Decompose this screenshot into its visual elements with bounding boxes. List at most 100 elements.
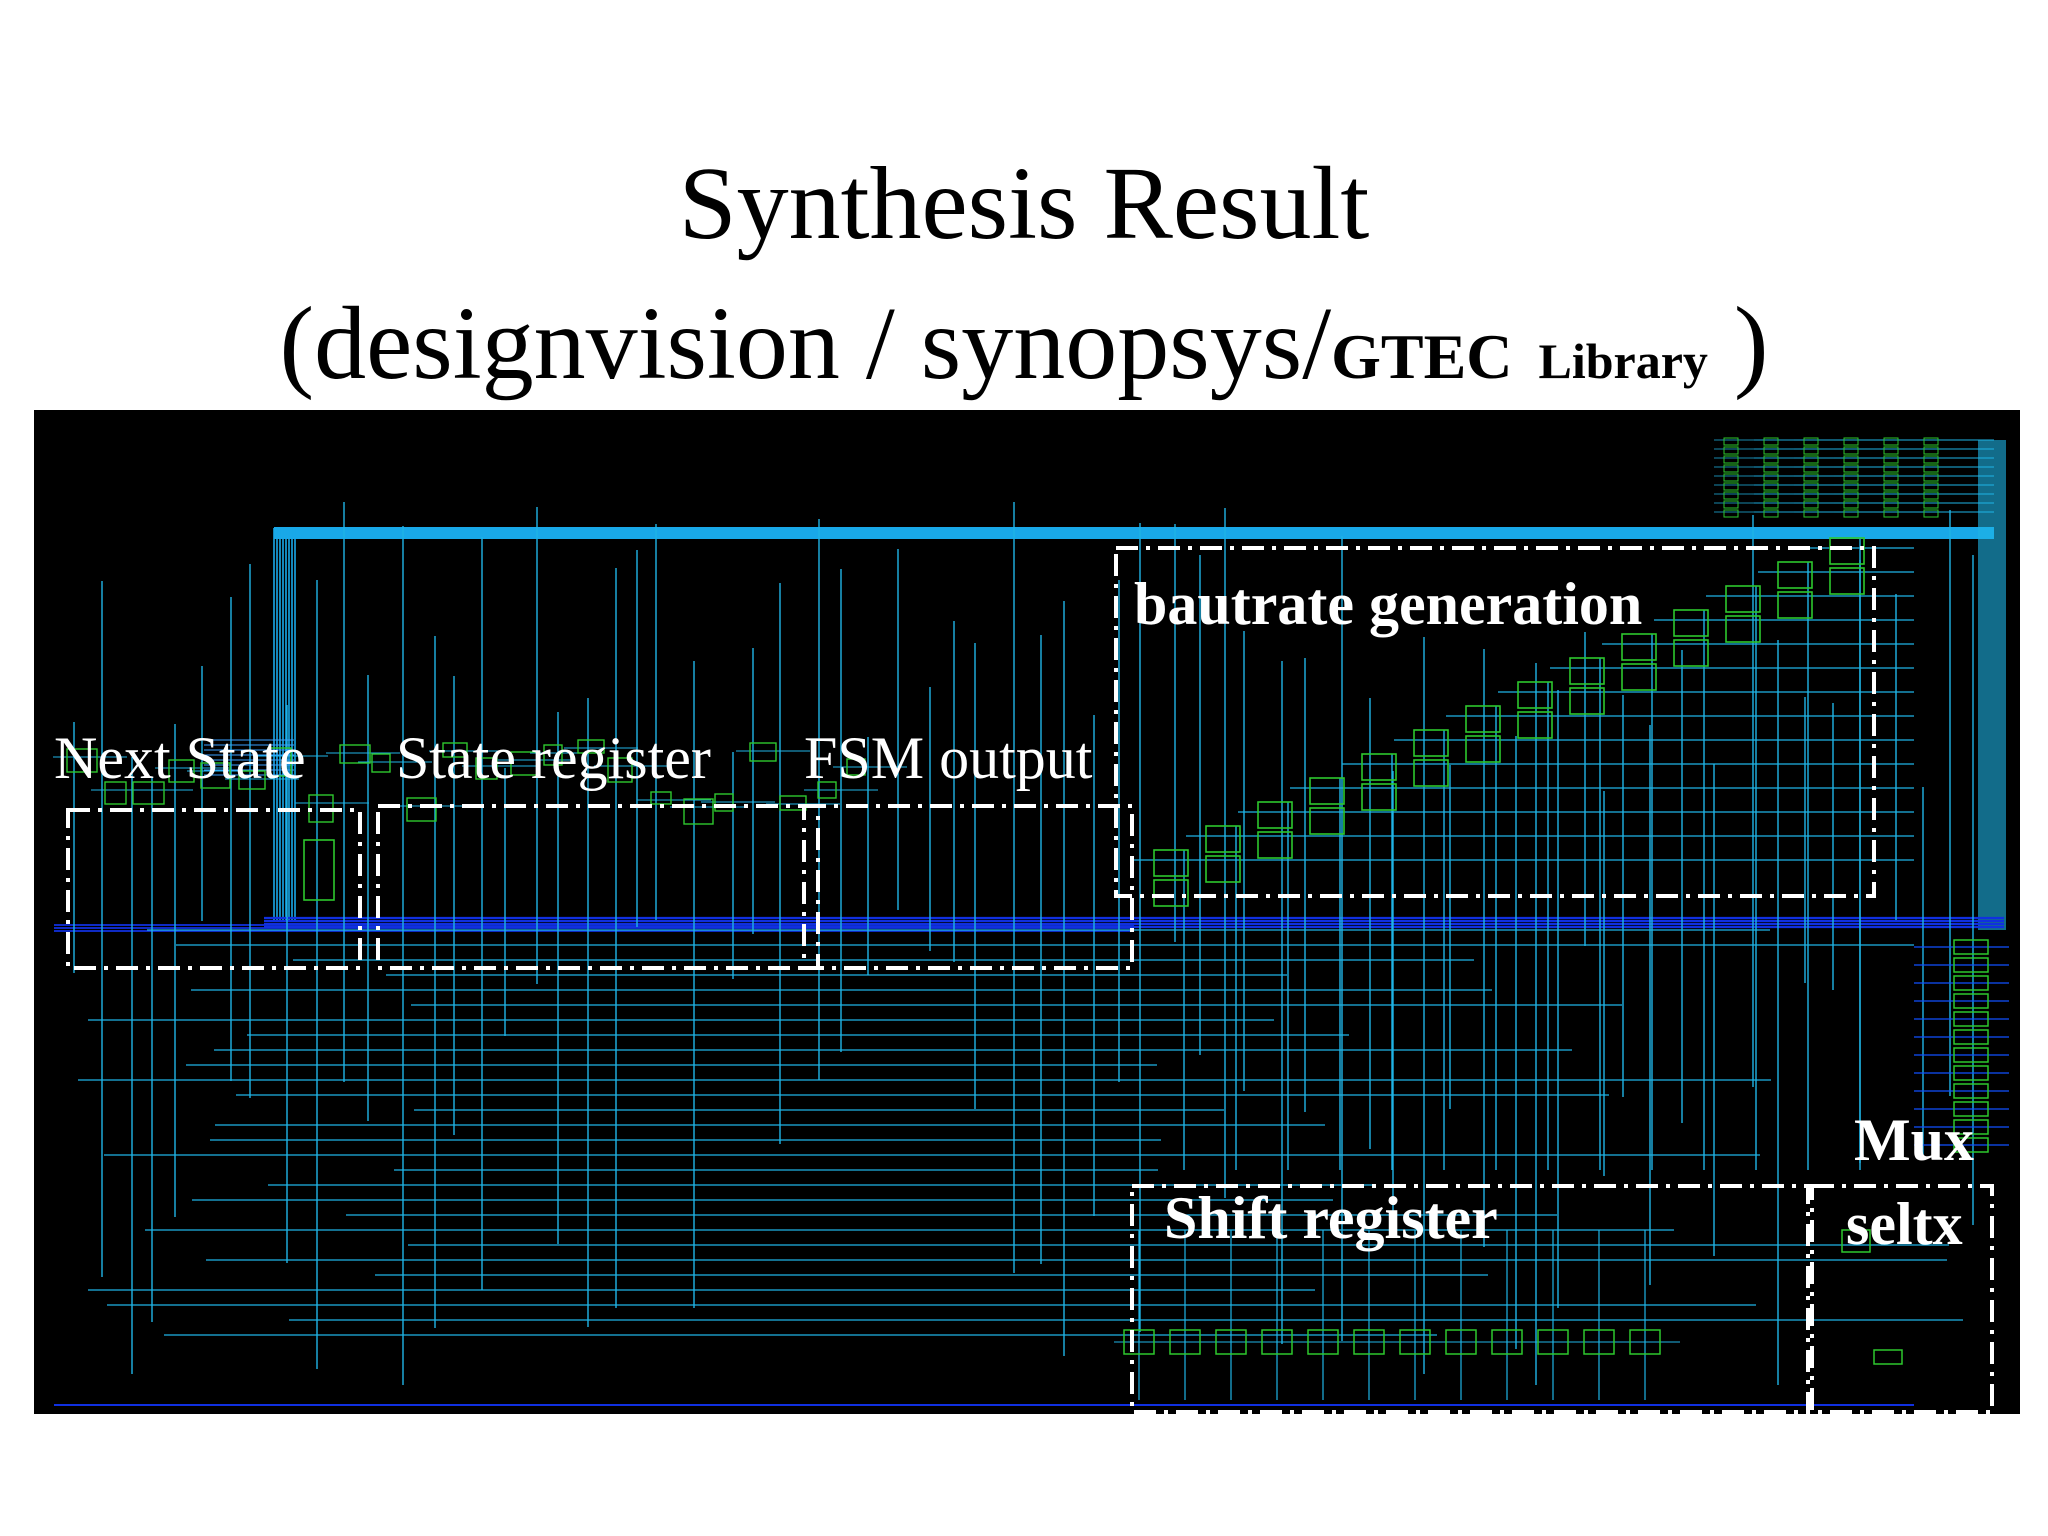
shift-register-cell [1537, 1329, 1569, 1355]
logic-gate [371, 753, 391, 773]
logic-gate [577, 739, 605, 754]
logic-gate [817, 781, 837, 799]
shift-register-cell [1261, 1329, 1293, 1355]
output-mux-cell [1953, 1083, 1989, 1099]
subtitle-library-word: Library [1538, 333, 1708, 389]
flip-flop [1257, 831, 1293, 859]
logic-gate [267, 747, 292, 777]
logic-gate [846, 758, 866, 776]
register-cell [303, 839, 335, 901]
flip-flop [1413, 759, 1449, 787]
flip-flop [1309, 807, 1345, 835]
logic-gate [238, 770, 266, 790]
logic-gate [200, 762, 231, 789]
shift-register-cell [1353, 1329, 1385, 1355]
logic-gate [683, 798, 714, 825]
shift-register-cell [1399, 1329, 1431, 1355]
subtitle-close: ) [1707, 286, 1769, 401]
block-label-shift-register: Shift register [1164, 1185, 1498, 1251]
flip-flop [1569, 657, 1605, 685]
flip-flop [1673, 609, 1709, 637]
flip-flop [1829, 567, 1865, 595]
flip-flop [1413, 729, 1449, 757]
output-mux-cell [1953, 939, 1989, 955]
logic-gate [650, 791, 672, 805]
logic-gate [749, 742, 777, 762]
flip-flop [1517, 711, 1553, 739]
block-outline-layer [66, 546, 1994, 1414]
subtitle-library-name: GTEC [1331, 321, 1513, 392]
output-mux-cell [1953, 957, 1989, 973]
logic-gate [104, 781, 127, 805]
output-mux-cell [1953, 1137, 1989, 1153]
block-label-bautrate-generation: bautrate generation [1134, 571, 1643, 637]
flip-flop [1153, 849, 1189, 877]
logic-gate [132, 781, 165, 805]
logic-gate [510, 751, 538, 776]
logic-gate [607, 757, 633, 783]
subtitle-tool: (designvision / synopsys/ [279, 286, 1332, 401]
wire-layer [53, 439, 2009, 1406]
shift-register-cell [1445, 1329, 1477, 1355]
shift-register-cell [1123, 1329, 1155, 1355]
shift-register-cell [1307, 1329, 1339, 1355]
flip-flop [1465, 735, 1501, 763]
output-mux-cell [1953, 1047, 1989, 1063]
output-mux-cell [1953, 1011, 1989, 1027]
shift-register-cell [1583, 1329, 1615, 1355]
bautrate-generation-outline [1114, 546, 1876, 898]
schematic-view: Next State State register FSM output bau… [34, 410, 2020, 1414]
flip-flop [1309, 777, 1345, 805]
flip-flop [1569, 687, 1605, 715]
block-label-seltx: seltx [1846, 1191, 1963, 1257]
slide-title: Synthesis Result [678, 146, 1370, 261]
block-label-mux: Mux [1854, 1107, 1974, 1173]
gate-layer [66, 437, 1989, 1365]
schematic-drawing [53, 437, 2009, 1414]
flip-flop [1205, 825, 1241, 853]
state-register-outline [376, 804, 820, 970]
logic-gate [168, 759, 195, 783]
output-mux-cell [1953, 1065, 1989, 1081]
output-mux-cell [1953, 1119, 1989, 1135]
logic-gate [714, 793, 734, 812]
output-mux-cell [1953, 1029, 1989, 1045]
logic-gate [406, 797, 437, 822]
flip-flop [1361, 783, 1397, 811]
logic-gate [66, 748, 98, 773]
fsm-output-outline [802, 804, 1134, 970]
mux-seltx-outline [1810, 1184, 1994, 1414]
slide-subtitle: (designvision / synopsys/GTEC Library ) [0, 288, 2048, 417]
seltx-output [1873, 1349, 1903, 1365]
logic-gate [339, 744, 371, 764]
flip-flop [1517, 681, 1553, 709]
flip-flop [1621, 633, 1657, 661]
shift-register-cell [1629, 1329, 1661, 1355]
output-mux-cell [1953, 1101, 1989, 1117]
block-label-next-state: Next State [54, 725, 306, 791]
logic-gate [475, 757, 498, 780]
flip-flop [1725, 615, 1761, 643]
flip-flop [1205, 855, 1241, 883]
flip-flop [1621, 663, 1657, 691]
shift-register-outline [1130, 1184, 1810, 1414]
logic-gate [442, 742, 468, 758]
next-state-outline [66, 808, 362, 970]
output-mux-cell [1953, 975, 1989, 991]
flip-flop [1777, 561, 1813, 589]
block-label-state-register: State register [396, 725, 711, 791]
flip-flop [1153, 879, 1189, 907]
shift-register-cell [1491, 1329, 1523, 1355]
flip-flop [1361, 753, 1397, 781]
flip-flop [1777, 591, 1813, 619]
output-mux-cell [1953, 993, 1989, 1009]
shift-register-cell [1215, 1329, 1247, 1355]
flip-flop [1725, 585, 1761, 613]
flip-flop [1257, 801, 1293, 829]
block-label-fsm-output: FSM output [804, 725, 1093, 791]
logic-gate [543, 744, 563, 766]
seltx-mux [1841, 1229, 1871, 1253]
shift-register-cell [1169, 1329, 1201, 1355]
flip-flop [1829, 537, 1865, 565]
flip-flop [1465, 705, 1501, 733]
